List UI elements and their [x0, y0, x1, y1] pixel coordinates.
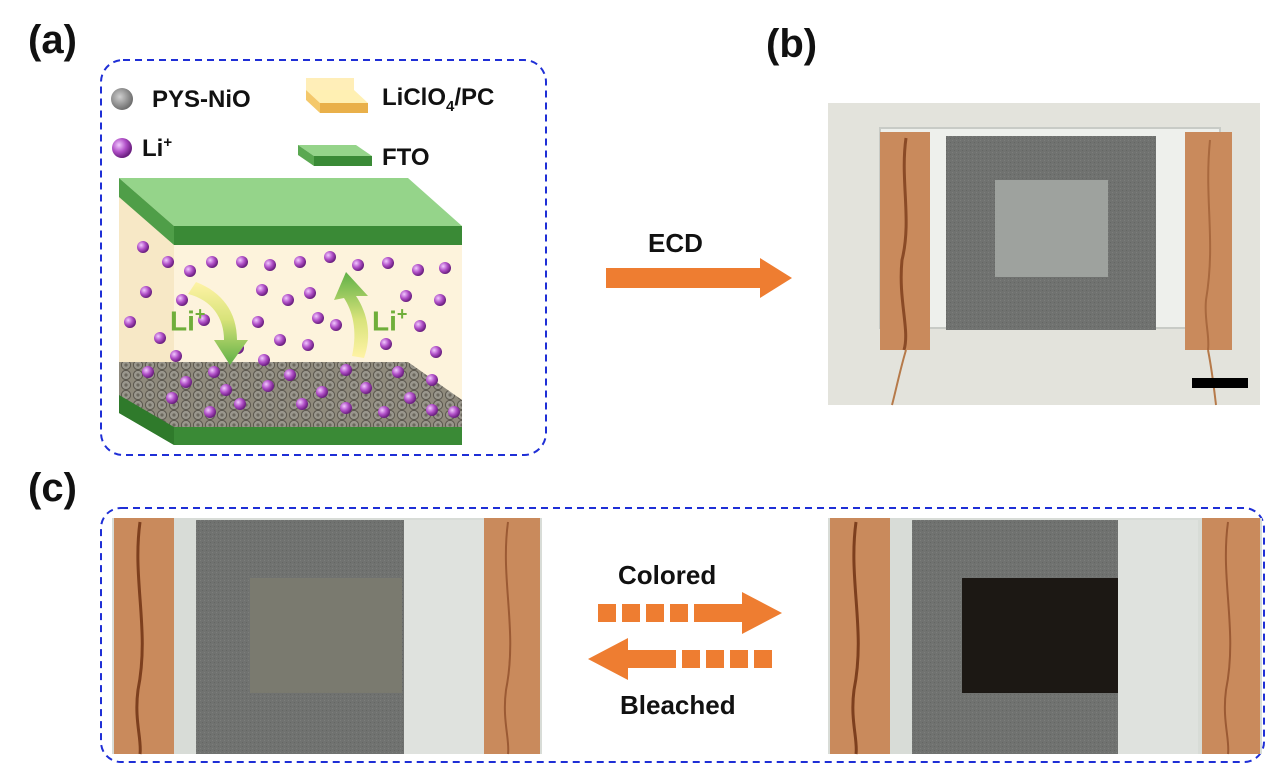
li-right-main: Li — [372, 305, 397, 337]
li-ion — [176, 294, 188, 306]
fto-legend-label: FTO — [382, 144, 430, 171]
li-ion — [140, 286, 152, 298]
li-legend-sup: + — [163, 134, 173, 151]
electrolyte-legend-icon — [306, 78, 368, 113]
li-ion — [324, 251, 336, 263]
electrolyte-main-text: LiClO — [382, 84, 446, 111]
li-ion — [380, 338, 392, 350]
panel-label-c: (c) — [28, 466, 77, 510]
pys-nio-legend-icon — [111, 88, 133, 110]
li-ion — [330, 319, 342, 331]
li-ion — [184, 265, 196, 277]
li-legend-main: Li — [142, 135, 164, 162]
li-ion — [426, 404, 438, 416]
colored-label: Colored — [618, 560, 717, 590]
pys-nio-legend-label: PYS-NiO — [152, 86, 251, 113]
li-ion — [234, 398, 246, 410]
li-ion — [170, 350, 182, 362]
li-right-sup: + — [396, 304, 408, 324]
li-ion — [220, 384, 232, 396]
li-ion — [352, 259, 364, 271]
li-ion — [414, 320, 426, 332]
scale-bar — [1192, 378, 1248, 388]
li-ion — [124, 316, 136, 328]
li-left-arrow-label: Li+ — [170, 304, 205, 337]
li-ion — [208, 366, 220, 378]
li-ion — [302, 339, 314, 351]
bleached-dashed-arrow — [588, 638, 772, 680]
li-ion — [426, 374, 438, 386]
li-ion — [412, 264, 424, 276]
bleached-label: Bleached — [620, 690, 736, 720]
ecd-arrow-label: ECD — [648, 228, 703, 258]
electrolyte-legend-label: LiClO4/PC — [382, 84, 494, 115]
li-ion — [256, 284, 268, 296]
li-ion — [340, 364, 352, 376]
li-ion — [312, 312, 324, 324]
li-ion — [274, 334, 286, 346]
li-ion — [392, 366, 404, 378]
fto-legend-icon — [298, 145, 372, 166]
colored-dashed-arrow — [598, 592, 782, 634]
li-ion — [404, 392, 416, 404]
li-ion — [378, 406, 390, 418]
li-ion — [180, 376, 192, 388]
li-ion — [206, 256, 218, 268]
li-ion — [360, 382, 372, 394]
li-ion — [434, 294, 446, 306]
li-ion — [294, 256, 306, 268]
li-ion-legend-label: Li+ — [142, 134, 172, 163]
electrolyte-tail-text: /PC — [454, 84, 495, 111]
li-ion — [252, 316, 264, 328]
panel-c-dashed-border — [100, 507, 1265, 763]
li-ion — [137, 241, 149, 253]
li-ion — [154, 332, 166, 344]
li-ion — [284, 369, 296, 381]
li-ion — [162, 256, 174, 268]
li-ion — [340, 402, 352, 414]
li-down-arrow — [188, 282, 248, 365]
top-fto-front-face — [174, 226, 462, 245]
li-ion — [264, 259, 276, 271]
li-ion — [430, 346, 442, 358]
li-right-arrow-label: Li+ — [372, 304, 407, 337]
colored-device-photo — [828, 518, 1262, 755]
bleached-device-photo — [112, 518, 542, 755]
li-ion — [198, 314, 210, 326]
top-fto-top-face — [119, 178, 462, 226]
li-ion — [439, 262, 451, 274]
li-ion — [282, 294, 294, 306]
li-ion — [400, 290, 412, 302]
li-ions-group — [124, 241, 460, 418]
li-ion — [262, 380, 274, 392]
ecd-device-schematic — [119, 178, 462, 445]
li-ion — [448, 406, 460, 418]
li-left-sup: + — [194, 304, 206, 324]
li-ion-legend-icon — [112, 138, 132, 158]
li-ion — [316, 386, 328, 398]
li-ion — [204, 406, 216, 418]
photo-b-nio-window — [995, 180, 1108, 277]
li-ion — [166, 392, 178, 404]
li-ion — [258, 354, 270, 366]
panel-label-b: (b) — [766, 22, 818, 66]
panel-label-a: (a) — [28, 18, 77, 62]
electrolyte-subscript: 4 — [446, 97, 455, 115]
li-ion — [296, 398, 308, 410]
li-ion — [304, 287, 316, 299]
li-ion — [142, 366, 154, 378]
li-up-arrow — [334, 272, 369, 358]
li-left-main: Li — [170, 305, 195, 337]
panel-a-dashed-border — [100, 59, 547, 456]
li-ion — [382, 257, 394, 269]
li-ion — [236, 256, 248, 268]
